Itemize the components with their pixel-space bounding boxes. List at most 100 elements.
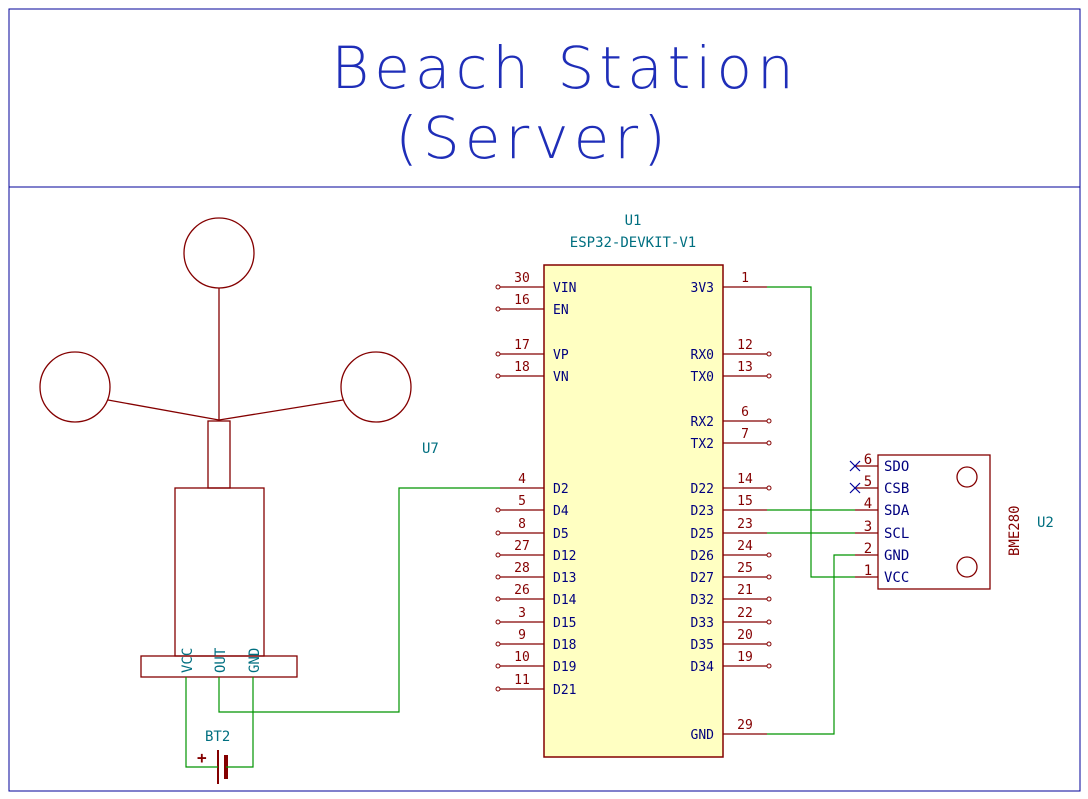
u1-ref: U1 xyxy=(625,213,642,229)
esp32-pin-d5-name: D5 xyxy=(553,527,569,542)
esp32-pin-d33-end xyxy=(766,619,772,625)
esp32-pin-en-name: EN xyxy=(553,303,569,318)
esp32-pin-d18-number: 9 xyxy=(518,628,526,643)
bme280-pin-sdo-name: SDO xyxy=(884,459,909,475)
esp32-pin-d14-number: 26 xyxy=(514,583,530,598)
esp32-pin-d19-name: D19 xyxy=(553,660,576,675)
esp32-pin-d2-name: D2 xyxy=(553,482,569,497)
esp32-pin-d35-end xyxy=(766,641,772,647)
wire-gnd-to-battery xyxy=(226,677,254,768)
esp32-pin-d15-number: 3 xyxy=(518,606,526,621)
esp32-pin-d14-end xyxy=(495,596,501,602)
esp32-pin-d27-end xyxy=(766,574,772,580)
esp32-pin-vp-end xyxy=(495,351,501,357)
esp32-pin-rx0-number: 12 xyxy=(737,338,753,353)
esp32-pin-d4-name: D4 xyxy=(553,504,569,519)
u7-pin-gnd: GND xyxy=(247,648,263,673)
esp32-pin-d12-number: 27 xyxy=(514,539,530,554)
esp32-pin-d34-name: D34 xyxy=(691,660,715,675)
sheet-border xyxy=(8,8,1081,792)
anemometer-cup-left xyxy=(39,351,111,423)
wire-gnd xyxy=(767,554,855,735)
esp32-pin-tx2-number: 7 xyxy=(741,427,749,442)
esp32-pin-rx0-name: RX0 xyxy=(691,348,714,363)
esp32-pin-3v3-number: 1 xyxy=(741,271,749,286)
esp32-pin-rx2-number: 6 xyxy=(741,405,749,420)
wire-vcc-to-battery xyxy=(185,677,218,768)
bme280-pin-sdo-number: 6 xyxy=(864,452,872,468)
bme280-pin-vcc-name: VCC xyxy=(884,570,909,586)
esp32-pin-d4-number: 5 xyxy=(518,494,526,509)
u2-ref: U2 xyxy=(1037,515,1054,531)
esp32-pin-3v3-name: 3V3 xyxy=(691,281,714,296)
esp32-pin-d26-number: 24 xyxy=(737,539,753,554)
bme280-body xyxy=(877,454,991,590)
esp32-pin-tx2-name: TX2 xyxy=(691,437,714,452)
esp32-pin-en-number: 16 xyxy=(514,293,530,308)
bme280-pin-gnd-name: GND xyxy=(884,548,909,564)
esp32-pin-d15-end xyxy=(495,619,501,625)
esp32-pin-rx0-end xyxy=(766,351,772,357)
anemometer-arm-right xyxy=(218,399,344,421)
bme280-mount-hole-top xyxy=(956,466,978,488)
wires xyxy=(185,286,855,768)
esp32-body xyxy=(543,264,724,758)
esp32-pin-d25-number: 23 xyxy=(737,517,753,532)
u7-ref: U7 xyxy=(422,441,439,457)
esp32-pin-d19-end xyxy=(495,663,501,669)
esp32-pin-d5-number: 8 xyxy=(518,517,526,532)
esp32-pin-vn-number: 18 xyxy=(514,360,530,375)
esp32-pin-d22-name: D22 xyxy=(691,482,714,497)
bme280-pin-sda-name: SDA xyxy=(884,503,910,519)
esp32-pin-tx0-end xyxy=(766,373,772,379)
esp32-pin-tx0-name: TX0 xyxy=(691,370,714,385)
esp32-pin-d13-number: 28 xyxy=(514,561,530,576)
esp32-pin-d32-name: D32 xyxy=(691,593,714,608)
esp32-pin-d27-number: 25 xyxy=(737,561,753,576)
esp32-pin-d34-end xyxy=(766,663,772,669)
esp32-pin-d33-number: 22 xyxy=(737,606,753,621)
esp32-pin-gnd-number: 29 xyxy=(737,718,753,733)
wire-anemometer-out-to-d2 xyxy=(218,487,500,713)
esp32-pins: 30VIN16EN17VP18VN4D25D48D527D1228D1326D1… xyxy=(495,271,772,743)
esp32-pin-gnd-name: GND xyxy=(691,728,715,743)
bme280-pin-scl-name: SCL xyxy=(884,526,909,542)
esp32-pin-d22-number: 14 xyxy=(737,472,753,487)
esp32-pin-en-end xyxy=(495,306,501,312)
esp32-pin-d26-name: D26 xyxy=(691,549,714,564)
bme280-mount-hole-bottom xyxy=(956,556,978,578)
esp32-pin-d32-number: 21 xyxy=(737,583,753,598)
bme280-pin-csb-number: 5 xyxy=(864,474,872,490)
esp32-pin-d12-name: D12 xyxy=(553,549,576,564)
esp32-pin-d13-name: D13 xyxy=(553,571,576,586)
esp32-pin-d35-name: D35 xyxy=(691,638,714,653)
anemometer-arm-left xyxy=(107,399,220,421)
esp32-pin-vn-name: VN xyxy=(553,370,569,385)
esp32-pin-d4-end xyxy=(495,507,501,513)
esp32-pin-d15-name: D15 xyxy=(553,616,576,631)
no-connect-markers xyxy=(849,460,861,494)
bme280-pin-vcc-number: 1 xyxy=(864,563,872,579)
esp32-pin-d2-number: 4 xyxy=(518,472,526,487)
esp32-pin-d22-end xyxy=(766,485,772,491)
esp32-pin-d35-number: 20 xyxy=(737,628,753,643)
esp32-pin-d18-end xyxy=(495,641,501,647)
esp32-pin-vin-number: 30 xyxy=(514,271,530,286)
u7-pin-vcc: VCC xyxy=(180,648,196,673)
esp32-pin-tx0-number: 13 xyxy=(737,360,753,375)
esp32-pin-d21-end xyxy=(495,686,501,692)
no-connect-sdo-b xyxy=(849,460,861,472)
anemometer-cup-right xyxy=(340,351,412,423)
anemometer-body xyxy=(174,487,265,657)
esp32-pin-d34-number: 19 xyxy=(737,650,753,665)
esp32-pin-vin-end xyxy=(495,284,501,290)
esp32-pin-d21-name: D21 xyxy=(553,683,576,698)
esp32-pin-d23-name: D23 xyxy=(691,504,714,519)
bme280-pin-csb-name: CSB xyxy=(884,481,909,497)
bt2-ref: BT2 xyxy=(205,729,230,745)
esp32-pin-rx2-name: RX2 xyxy=(691,415,714,430)
esp32-pin-d12-end xyxy=(495,552,501,558)
